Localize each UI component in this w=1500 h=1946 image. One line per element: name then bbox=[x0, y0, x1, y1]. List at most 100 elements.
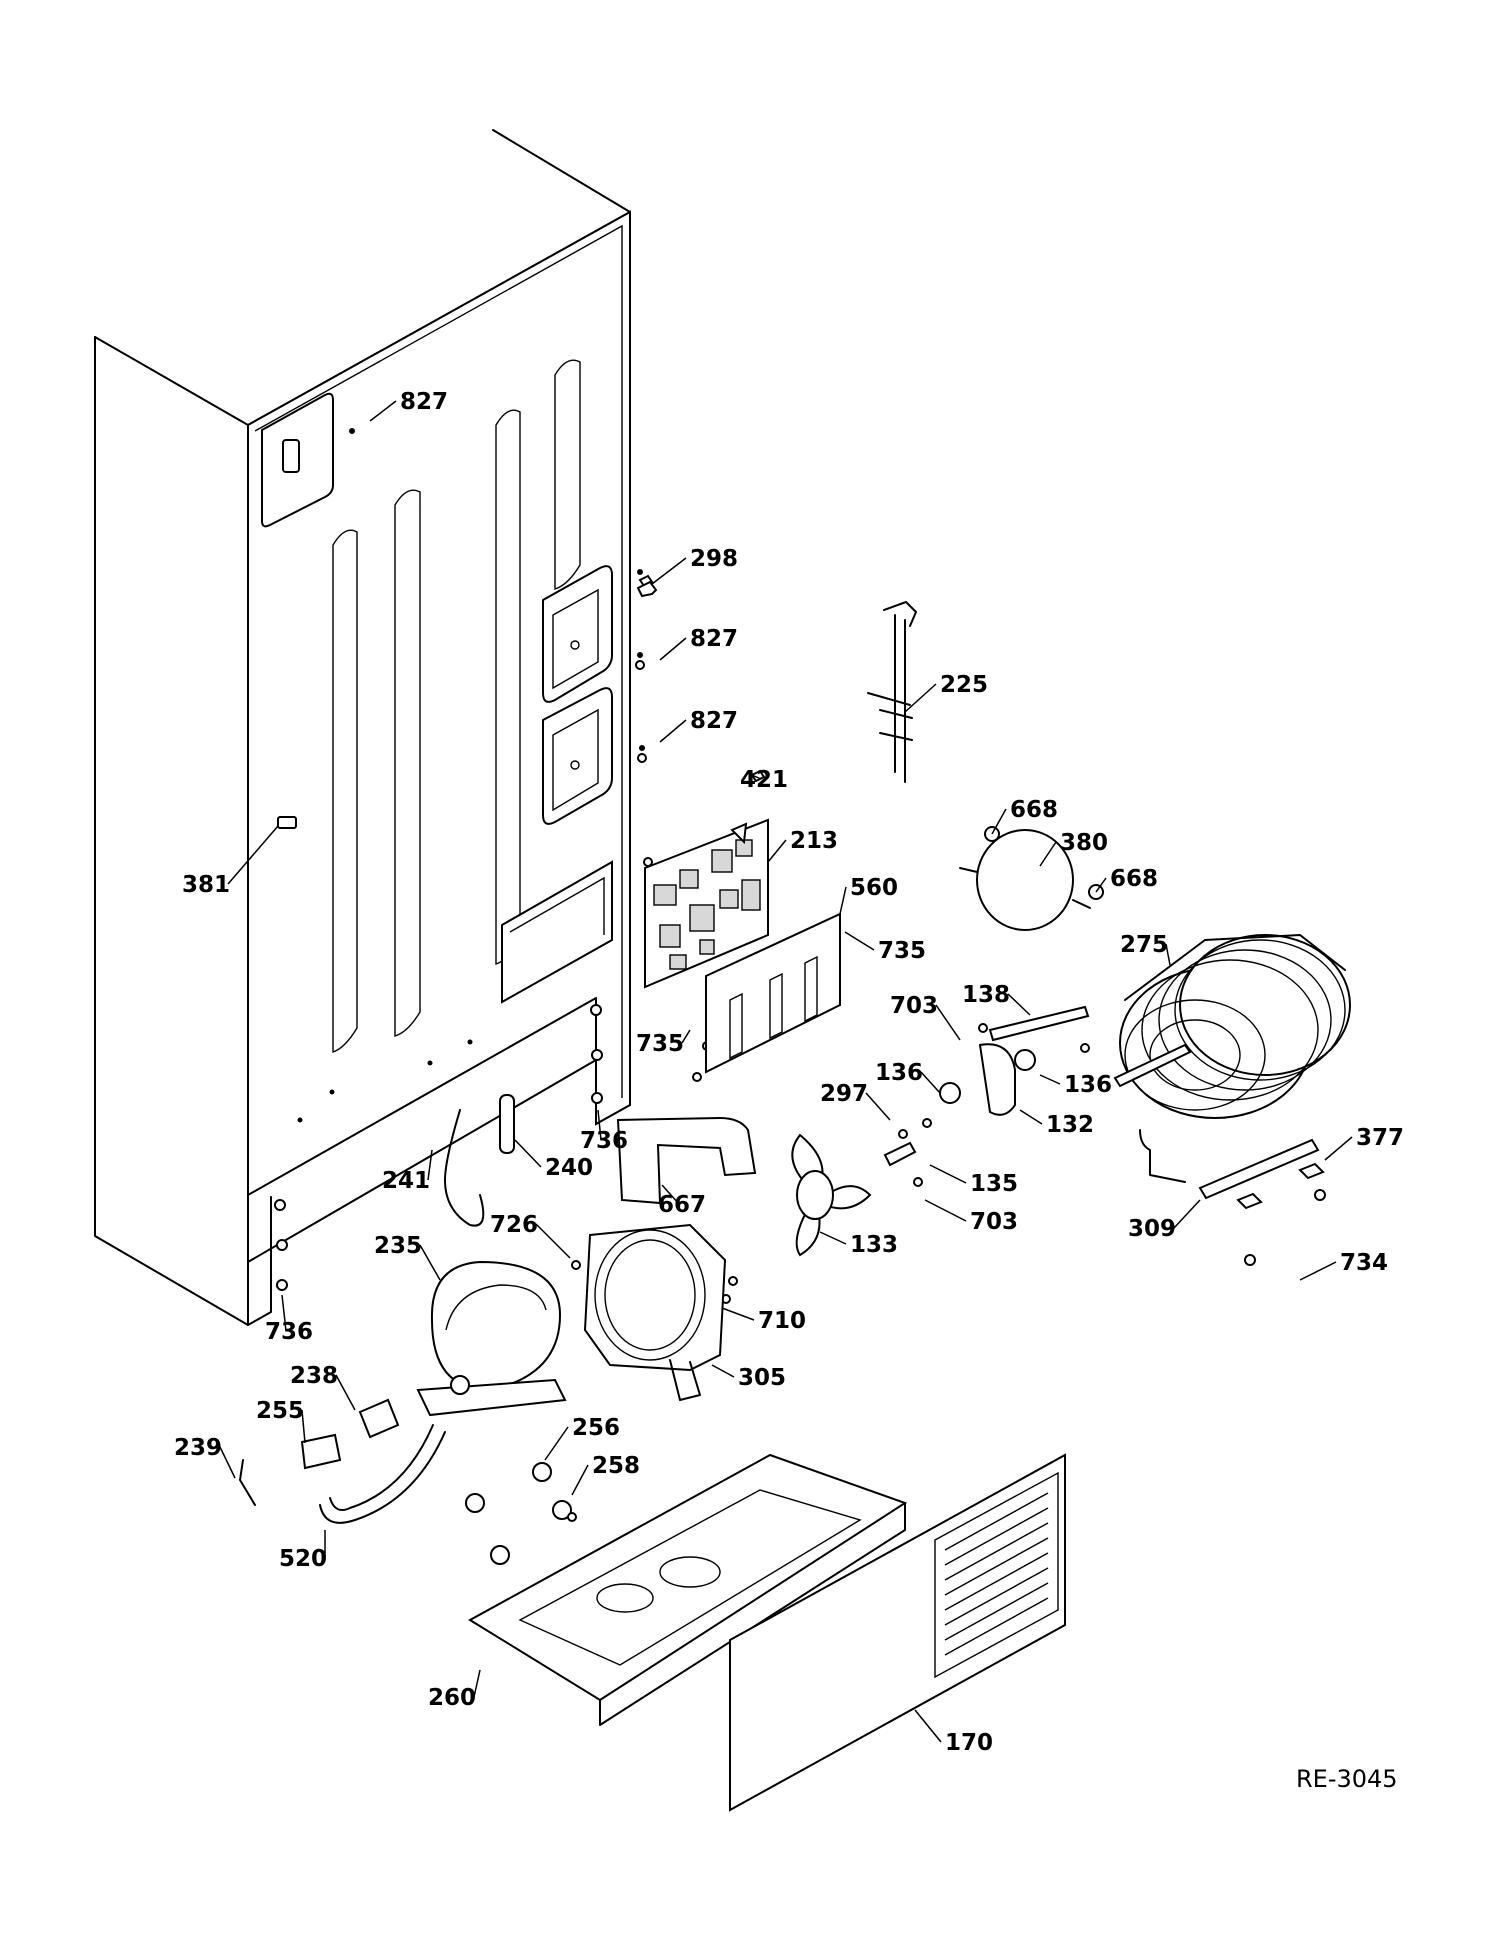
leader-line bbox=[544, 1426, 569, 1461]
callout-label: 136 bbox=[875, 1060, 923, 1086]
grommets bbox=[465, 1462, 577, 1565]
leader-line bbox=[1007, 993, 1031, 1016]
leader-line bbox=[219, 1446, 236, 1479]
callout-label: 255 bbox=[256, 1398, 304, 1424]
callout-label: 827 bbox=[690, 708, 738, 734]
callout-label: 309 bbox=[1128, 1216, 1176, 1242]
callout-label: 668 bbox=[1110, 866, 1158, 892]
callout-label: 726 bbox=[490, 1212, 538, 1238]
cabinet bbox=[94, 129, 645, 1326]
callout-label: 298 bbox=[690, 546, 738, 572]
leader-line bbox=[335, 1374, 356, 1411]
leader-line bbox=[419, 1244, 441, 1281]
leader-line bbox=[473, 1669, 481, 1698]
leader-line bbox=[1324, 1136, 1353, 1161]
leader-line bbox=[751, 774, 762, 780]
fan-shroud bbox=[583, 1223, 727, 1401]
leader-line bbox=[819, 1231, 847, 1245]
leader-line bbox=[1019, 1109, 1043, 1125]
callout-label: 235 bbox=[374, 1233, 422, 1259]
leader-line bbox=[920, 1071, 941, 1094]
leader-line bbox=[597, 1109, 602, 1141]
leader-line bbox=[924, 1199, 967, 1222]
leader-line bbox=[1165, 943, 1171, 966]
callout-label: 225 bbox=[940, 672, 988, 698]
callout-label: 305 bbox=[738, 1365, 786, 1391]
callout-label: 133 bbox=[850, 1232, 898, 1258]
leader-line bbox=[767, 839, 787, 863]
leader-line bbox=[839, 886, 847, 915]
callout-label: 297 bbox=[820, 1081, 868, 1107]
leader-line bbox=[721, 1307, 755, 1321]
leader-line bbox=[1173, 1199, 1201, 1229]
callout-label: 703 bbox=[890, 993, 938, 1019]
leader-line bbox=[865, 1092, 891, 1121]
relay bbox=[358, 1398, 400, 1439]
leader-line bbox=[427, 1149, 433, 1181]
leader-line bbox=[659, 637, 687, 661]
leader-line bbox=[369, 400, 397, 422]
hose bbox=[329, 1424, 434, 1511]
callout-label: 736 bbox=[265, 1319, 313, 1345]
callout-label: 560 bbox=[850, 875, 898, 901]
leader-line bbox=[514, 1139, 542, 1168]
callout-label: 703 bbox=[970, 1209, 1018, 1235]
leader-line bbox=[1299, 1261, 1337, 1281]
shroud-plate bbox=[959, 829, 1091, 931]
leader-line bbox=[935, 1004, 961, 1041]
drawing-code: RE-3045 bbox=[1296, 1765, 1398, 1793]
callout-label: 170 bbox=[945, 1730, 993, 1756]
callout-label: 138 bbox=[962, 982, 1010, 1008]
callout-label: 275 bbox=[1120, 932, 1168, 958]
callout-label: 256 bbox=[572, 1415, 620, 1441]
coil-brackets bbox=[1198, 1138, 1326, 1266]
leader-line bbox=[1039, 1074, 1061, 1085]
callout-label: 710 bbox=[758, 1308, 806, 1334]
leader-line bbox=[659, 719, 687, 743]
wire bbox=[239, 1459, 256, 1506]
callout-label: 240 bbox=[545, 1155, 593, 1181]
callout-label: 827 bbox=[400, 389, 448, 415]
callout-label: 735 bbox=[636, 1031, 684, 1057]
callout-label: 260 bbox=[428, 1685, 476, 1711]
callout-label: 667 bbox=[658, 1192, 706, 1218]
callout-label: 827 bbox=[690, 626, 738, 652]
condenser-coil bbox=[1113, 934, 1351, 1183]
fan-motor bbox=[939, 1043, 1036, 1116]
leader-line bbox=[929, 1164, 967, 1184]
leader-line bbox=[904, 683, 937, 713]
callout-label: 380 bbox=[1060, 830, 1108, 856]
callout-label: 239 bbox=[174, 1435, 222, 1461]
callout-label: 381 bbox=[182, 872, 230, 898]
leader-line bbox=[1095, 877, 1107, 893]
leader-line bbox=[571, 1464, 589, 1496]
callout-label: 213 bbox=[790, 828, 838, 854]
callout-label: 241 bbox=[382, 1168, 430, 1194]
callout-label: 736 bbox=[580, 1128, 628, 1154]
access-cover bbox=[729, 1453, 1066, 1812]
leader-line bbox=[227, 825, 279, 885]
callout-label: 135 bbox=[970, 1171, 1018, 1197]
leader-line bbox=[651, 557, 687, 585]
base-pan bbox=[468, 1453, 908, 1726]
wire-harness bbox=[867, 601, 917, 783]
leader-line bbox=[844, 931, 875, 951]
leader-line bbox=[301, 1409, 306, 1444]
leader-line bbox=[1039, 841, 1057, 867]
callout-label: 668 bbox=[1010, 797, 1058, 823]
callout-label: 258 bbox=[592, 1453, 640, 1479]
leader-line bbox=[914, 1709, 942, 1743]
compressor bbox=[416, 1260, 567, 1417]
fan-bracket bbox=[988, 1005, 1090, 1042]
clip-part bbox=[636, 580, 658, 598]
leader-line bbox=[661, 1184, 680, 1205]
callout-label: 520 bbox=[279, 1546, 327, 1572]
callout-label: 377 bbox=[1356, 1125, 1404, 1151]
control-board bbox=[644, 818, 769, 989]
leader-line bbox=[535, 1223, 571, 1259]
board-cover bbox=[705, 912, 841, 1074]
leader-line bbox=[991, 808, 1007, 835]
hose-edge bbox=[319, 1431, 446, 1524]
callout-label: 132 bbox=[1046, 1112, 1094, 1138]
